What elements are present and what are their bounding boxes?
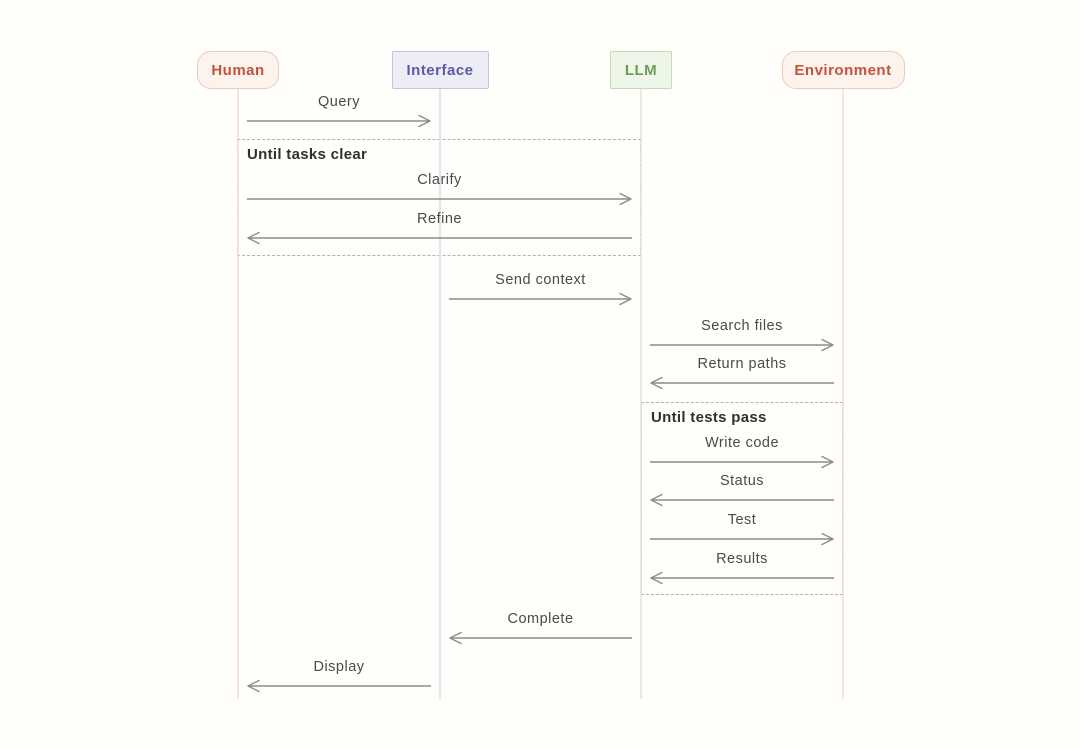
actor-human: Human [197, 51, 279, 89]
actor-interface: Interface [391, 51, 489, 89]
actor-environment: Environment [781, 51, 905, 89]
actor-llm: LLM [610, 51, 672, 89]
